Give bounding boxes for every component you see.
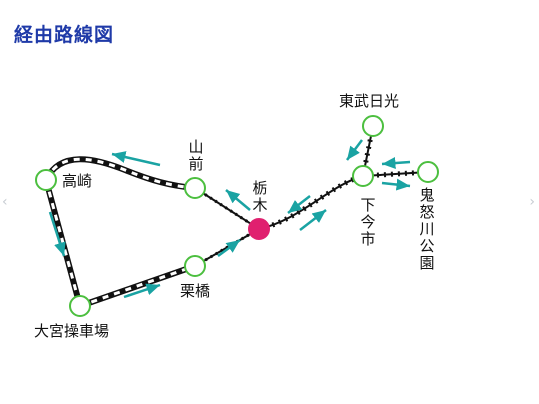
page-title: 経由路線図: [14, 24, 115, 46]
station-omiya-label: 大宮操車場: [34, 322, 109, 340]
station-tobunikko-marker: [362, 115, 384, 137]
tobu-track-segments: [194, 125, 429, 268]
station-kuribashi-marker: [184, 255, 206, 277]
station-takasaki-marker: [35, 169, 57, 191]
station-omiya-marker: [69, 295, 91, 317]
stations: [35, 115, 439, 317]
arrow-omiya-to-kuribashi: [123, 283, 161, 299]
next-slide-icon[interactable]: ›: [529, 194, 535, 210]
station-yamamae-marker: [184, 177, 206, 199]
station-tochigi-marker: [248, 218, 270, 240]
arrow-tochigi-to-shimoimaichi: [299, 209, 327, 231]
arrow-takasaki-to-omiya: [48, 211, 66, 257]
station-labels: 高崎 大宮操車場 栗橋 山前 栃木 下今市 東武日光 鬼怒川公園: [34, 92, 435, 340]
station-kuribashi-label: 栗橋: [180, 282, 210, 300]
prev-slide-icon[interactable]: ‹: [2, 194, 8, 210]
arrow-kinugawakoen-to-shimoimaichi: [381, 157, 411, 170]
station-shimoimaichi-label: 下今市: [360, 196, 375, 248]
track-takasaki-omiya: [43, 179, 83, 307]
jr-track-segments: [43, 156, 196, 309]
direction-arrows: [48, 139, 411, 299]
station-kinugawakoen-marker: [417, 161, 439, 183]
arrow-tobunikko-to-shimoimaichi: [346, 139, 363, 161]
arrow-tochigi-to-yamamae: [225, 189, 251, 211]
station-kinugawakoen-label: 鬼怒川公園: [419, 186, 434, 272]
arrow-yamamae-to-takasaki: [111, 151, 161, 167]
station-tochigi-label: 栃木: [252, 179, 267, 214]
station-takasaki-label: 高崎: [62, 172, 92, 190]
arrow-kuribashi-to-tochigi: [217, 238, 241, 258]
arrow-shimoimaichi-to-kinugawakoen: [381, 178, 411, 191]
station-tobunikko-label: 東武日光: [339, 92, 399, 110]
track-omiya-kuribashi: [79, 263, 196, 309]
track-takasaki-yamamae: [43, 156, 196, 191]
station-yamamae-label: 山前: [188, 138, 203, 173]
arrow-shimoimaichi-to-tochigi: [287, 195, 311, 214]
station-shimoimaichi-marker: [352, 165, 374, 187]
